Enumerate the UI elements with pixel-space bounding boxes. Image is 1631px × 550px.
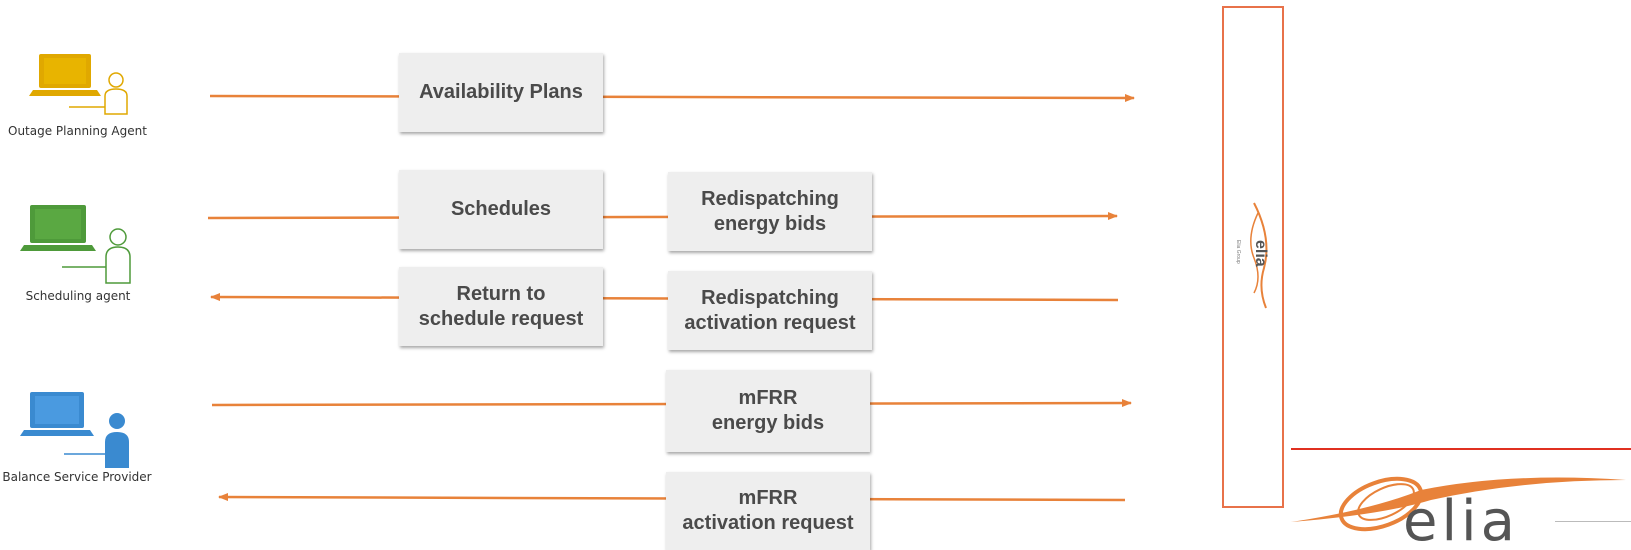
message-schedules: Schedules [399,170,603,249]
elia-small-logo-subtext: Elia Group [1235,240,1241,264]
actor-balance-service-provider: Balance Service Provider [2,388,152,484]
message-availability-plans: Availability Plans [399,53,603,132]
divider-line [1291,448,1631,450]
laptop-user-icon [20,392,129,468]
arrow-availability-plans [209,93,1135,102]
arrow-schedules [207,212,1118,221]
laptop-user-icon [29,54,129,115]
actor-label: Scheduling agent [25,289,131,303]
elia-small-logo-text: elia [1252,240,1269,267]
elia-logo-text: elia [1403,489,1519,550]
actor-outage-planning-agent: Outage Planning Agent [8,52,147,138]
message-return-to-schedule-request: Return to schedule request [399,267,603,346]
elia-logo: elia [1291,476,1626,550]
message-mfrr-energy-bids: mFRR energy bids [666,370,870,452]
message-redispatching-energy-bids: Redispatching energy bids [668,172,872,251]
arrow-return-to-schedule [210,293,1119,302]
actor-label: Balance Service Provider [2,470,152,484]
message-redispatching-activation-request: Redispatching activation request [668,271,872,350]
elia-small-logo: elia Elia Group [1235,202,1269,309]
laptop-user-icon [20,205,131,284]
elia-system-bar: elia Elia Group [1222,6,1284,508]
message-mfrr-activation-request: mFRR activation request [666,472,870,550]
logo-underline [1555,521,1631,522]
actor-scheduling-agent: Scheduling agent [18,203,138,303]
actor-label: Outage Planning Agent [8,124,147,138]
